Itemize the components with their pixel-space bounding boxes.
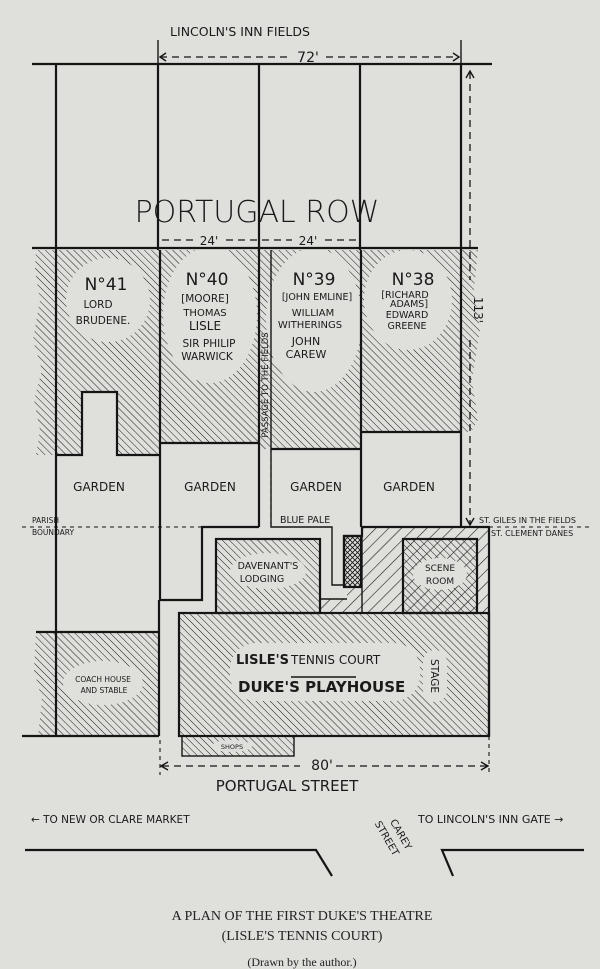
occupant: BRUDENE.: [76, 315, 131, 327]
occupant: JOHN: [291, 335, 320, 348]
house-40: N°40 [MOORE] THOMAS LISLE SIR PHILIP WAR…: [181, 270, 235, 363]
occupant: LORD: [83, 299, 112, 311]
occupant: WITHERINGS: [278, 320, 342, 331]
playhouse: [179, 613, 489, 756]
occupant: EDWARD: [386, 310, 429, 321]
davenants-lodging: [216, 539, 320, 613]
garden-3-label: GARDEN: [290, 480, 342, 494]
stage-label: STAGE: [428, 659, 440, 693]
occupant: WARWICK: [181, 351, 234, 363]
occupant: ADAMS]: [390, 299, 428, 310]
scene-label: SCENE: [425, 564, 455, 574]
house-41: N°41 LORD BRUDENE.: [76, 275, 131, 327]
room-label: ROOM: [426, 577, 454, 587]
tennis-court-label: TENNIS COURT: [290, 653, 381, 667]
scene-room-block: [321, 527, 489, 613]
caption-subtitle: (LISLE'S TENNIS COURT): [222, 929, 383, 944]
parish-label: PARISH: [32, 516, 59, 525]
occupant: WILLIAM: [292, 308, 334, 319]
depth-label: 113': [471, 297, 485, 323]
to-clare-market-label: ← TO NEW OR CLARE MARKET: [31, 814, 190, 826]
occupant: GREENE: [387, 321, 426, 332]
house-number: N°41: [85, 275, 128, 295]
garden-1-label: GARDEN: [73, 480, 125, 494]
occupant: CAREW: [286, 348, 327, 361]
occupant: LISLE: [189, 319, 221, 333]
house-number: N°39: [293, 270, 336, 290]
lodging-label: LODGING: [240, 574, 284, 585]
to-lincolns-inn-gate-label: TO LINCOLN'S INN GATE →: [417, 813, 563, 826]
dukes-playhouse-label: DUKE'S PLAYHOUSE: [238, 678, 405, 696]
lincolns-inn-fields-label: LINCOLN'S INN FIELDS: [170, 24, 310, 39]
occupant: [RICHARD: [381, 290, 428, 301]
caption-title: A PLAN OF THE FIRST DUKE'S THEATRE: [172, 909, 433, 924]
dimension-lines: [22, 40, 590, 775]
coach-house: [34, 632, 159, 736]
davenant-label: DAVENANT'S: [238, 561, 299, 572]
stable-label: AND STABLE: [81, 686, 128, 695]
st-clement-label: ST. CLEMENT DANES: [491, 529, 573, 538]
lot-width-1-label: 24': [200, 234, 219, 248]
blue-pale-label: BLUE PALE: [280, 515, 330, 526]
occupant: THOMAS: [182, 308, 226, 319]
caption-credit: (Drawn by the author.): [247, 955, 356, 969]
width-top-label: 72': [297, 50, 319, 66]
garden-2-label: GARDEN: [184, 480, 236, 494]
lisles-label: LISLE'S: [236, 653, 289, 668]
walls: [22, 62, 492, 757]
passage-label: PASSAGE TO THE FIELDS: [261, 332, 271, 437]
portugal-row-label: PORTUGAL ROW: [135, 195, 380, 230]
st-giles-label: ST. GILES IN THE FIELDS: [479, 516, 576, 525]
house-number: N°38: [392, 270, 435, 290]
shops-label: SHOPS: [221, 743, 243, 751]
occupant: SIR PHILIP: [183, 338, 236, 350]
streets: [25, 848, 584, 877]
occupant: [MOORE]: [181, 293, 229, 305]
lot-width-2-label: 24': [299, 234, 318, 248]
house-39: N°39 [JOHN EMLINE] WILLIAM WITHERINGS JO…: [278, 270, 352, 361]
boundary-label: BOUNDARY: [32, 528, 75, 537]
occupant: [JOHN EMLINE]: [282, 292, 352, 303]
portugal-street-label: PORTUGAL STREET: [216, 777, 359, 795]
width-bottom-label: 80': [311, 758, 333, 774]
house-38: N°38 [RICHARD ADAMS] EDWARD GREENE: [381, 270, 434, 332]
house-number: N°40: [186, 270, 229, 290]
label-clearings: [66, 247, 452, 392]
coach-house-label: COACH HOUSE: [75, 675, 131, 684]
garden-4-label: GARDEN: [383, 480, 435, 494]
